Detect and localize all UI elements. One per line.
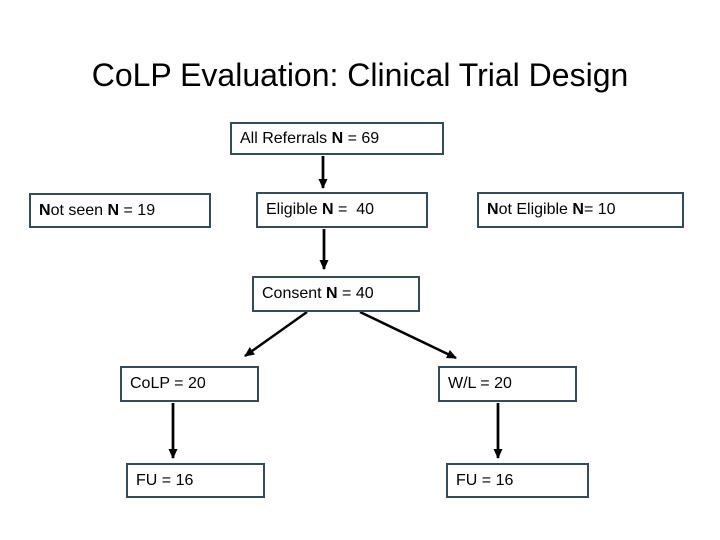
flow-box-eligible: Eligible N = 40: [256, 192, 428, 228]
flow-box-label: All Referrals N = 69: [240, 129, 380, 147]
flow-box-not-seen: Not seen N = 19: [29, 193, 211, 228]
flow-box-fu-colp: FU = 16: [126, 463, 265, 498]
flow-box-all-referrals: All Referrals N = 69: [230, 122, 444, 155]
flow-box-label: W/L = 20: [448, 375, 512, 392]
arrow-consent-to-wl: [359, 310, 457, 360]
flow-box-label: Not seen N = 19: [39, 201, 156, 219]
flow-box-label: Consent N = 40: [262, 285, 374, 302]
flow-box-label: CoLP = 20: [130, 375, 206, 392]
arrow-consent-to-colp: [244, 310, 308, 358]
flow-box-label: Not Eligible N= 10: [487, 201, 616, 218]
flow-box-label: Eligible N = 40: [266, 201, 375, 218]
flow-box-not-eligible: Not Eligible N= 10: [477, 192, 684, 228]
flow-box-colp: CoLP = 20: [120, 366, 259, 402]
slide-title: CoLP Evaluation: Clinical Trial Design: [91, 57, 629, 93]
flow-box-waitlist: W/L = 20: [438, 366, 577, 402]
flow-box-label: FU = 16: [456, 471, 514, 489]
flow-box-consent: Consent N = 40: [252, 276, 420, 312]
flow-box-label: FU = 16: [136, 471, 194, 489]
flow-box-fu-waitlist: FU = 16: [446, 463, 589, 498]
